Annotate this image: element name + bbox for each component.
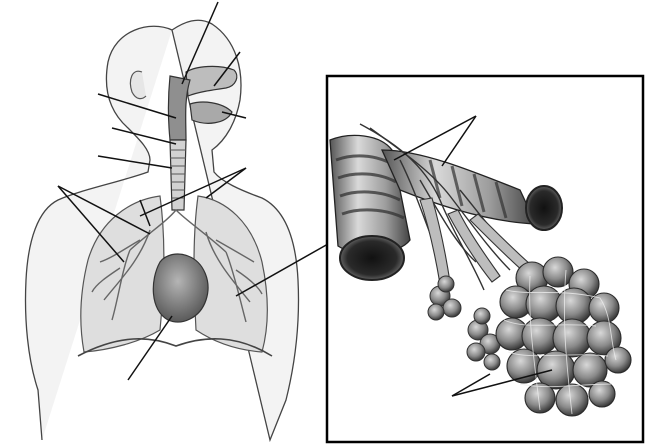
pharynx: [169, 76, 191, 140]
bronchiole-left-opening: [340, 236, 404, 280]
alveoli-inset: [327, 76, 643, 442]
heart: [153, 254, 208, 322]
torso-anatomy: [26, 2, 329, 440]
bronchiole-right-opening: [526, 186, 562, 230]
